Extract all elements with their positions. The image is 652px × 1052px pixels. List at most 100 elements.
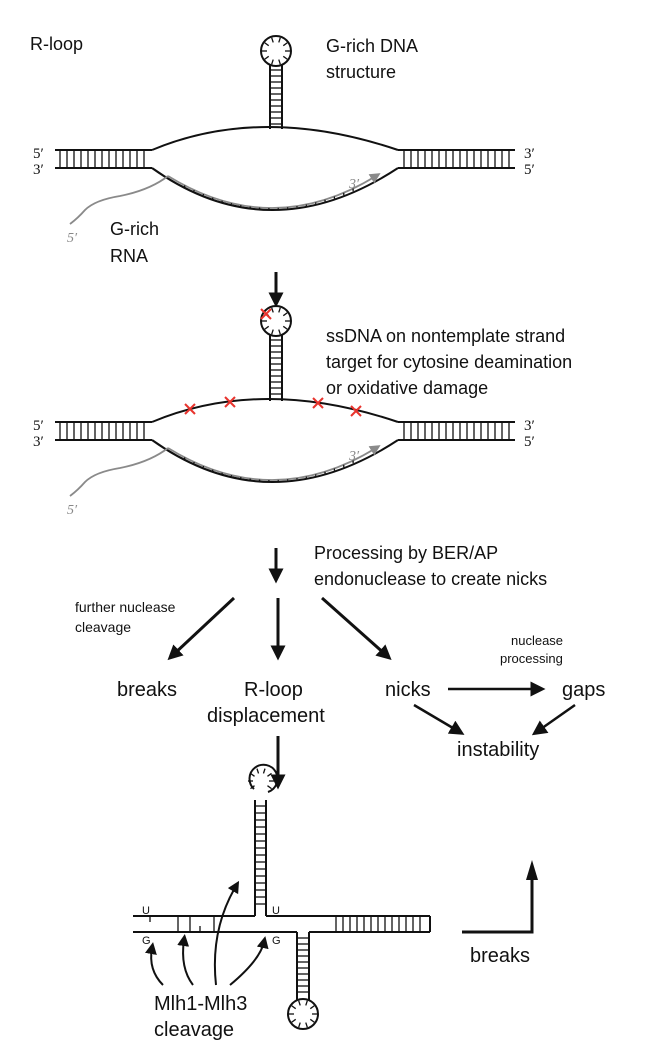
cleavage-arrow-1: [145, 942, 164, 986]
panel-2-damage: ssDNA on nontemplate strand target for c…: [33, 305, 572, 518]
nontemplate-strand: [151, 126, 399, 151]
rna-tail-prime: 5′: [67, 231, 78, 246]
loop-tick: [271, 37, 274, 43]
cleavage-arrow-2: [177, 934, 194, 986]
loop-tick: [264, 55, 270, 60]
hairpin-loop-2: [260, 305, 292, 337]
loop-tick: [291, 1018, 297, 1023]
g-rich-dna-label-line2: structure: [326, 62, 396, 82]
duplex2-right: [398, 421, 515, 441]
prime-bottom-left: 3′: [33, 162, 44, 178]
loop-tick: [264, 325, 270, 330]
loop-tick: [309, 1018, 315, 1023]
processing-label-line1: Processing by BER/AP: [314, 543, 498, 563]
loop-tick: [298, 1000, 301, 1006]
g-rich-dna-label-line1: G-rich DNA: [326, 36, 418, 56]
further-cleavage-line2: cleavage: [75, 619, 131, 635]
arrow-to-breaks: [167, 596, 236, 661]
loop-tick: [282, 42, 288, 47]
panel-1-r-loop: R-loop G-rich DNA structure 5′ 3′ 3′ 5′: [30, 34, 535, 266]
template-strand-2: [151, 439, 399, 483]
gaps-label: gaps: [562, 679, 605, 701]
prime2-bottom-right: 5′: [524, 434, 535, 450]
loop-tick: [291, 1005, 297, 1010]
upper-hairpin-loop: [248, 763, 279, 793]
prime2-top-right: 3′: [524, 418, 535, 434]
rna-tail-2: [69, 447, 169, 497]
prime2-top-left: 5′: [33, 418, 44, 434]
loop-tick: [271, 59, 274, 65]
duplex-right: [398, 149, 515, 169]
cleavage-arrow-4: [229, 936, 269, 986]
loop-tick: [298, 1022, 301, 1028]
damage-mark-1: [184, 403, 196, 415]
damage-mark-3: [312, 397, 324, 409]
hairpin-stem: [260, 35, 292, 129]
damage-mark-loop: [260, 308, 272, 320]
g-rich-rna-strand: [167, 173, 381, 209]
rna-tip-prime: 3′: [348, 177, 360, 192]
damage-label-line2: target for cytosine deamination: [326, 352, 572, 372]
prime-bottom-right: 5′: [524, 162, 535, 178]
breaks-left: breaks: [117, 679, 177, 701]
loop-tick: [282, 325, 288, 330]
loop-tick: [271, 307, 274, 313]
rna-strand-2: [167, 445, 381, 481]
damage-label-line3: or oxidative damage: [326, 378, 488, 398]
arrow-nicks-to-instability: [413, 703, 465, 735]
hairpin-stem-2: [260, 305, 292, 401]
loop-tick: [282, 312, 288, 317]
g-base-right: G: [272, 935, 281, 947]
loop-tick: [271, 329, 274, 335]
u-base-right: U: [272, 905, 280, 917]
processing-label-line2: endonuclease to create nicks: [314, 569, 547, 589]
mlh-label-line2: cleavage: [154, 1019, 234, 1041]
panel-3-mlh: U G U G Mlh1-Mlh3 cleavage breaks: [133, 763, 538, 1041]
elbow-arrow-line: [462, 880, 534, 934]
pathways: further nuclease cleavage breaks R-loop …: [75, 596, 605, 790]
hairpin-loop: [260, 35, 292, 67]
lower-hairpin-loop: [287, 998, 319, 1030]
instability-label: instability: [457, 739, 539, 761]
rna-tail: [69, 175, 169, 225]
loop-tick: [278, 37, 281, 43]
r-loop-displacement-line2: displacement: [207, 705, 325, 727]
u-base-left: U: [142, 905, 150, 917]
prime-top-left: 5′: [33, 146, 44, 162]
loop-tick: [267, 785, 272, 790]
rna-tip-prime-2: 3′: [348, 449, 360, 464]
loop-tick: [250, 785, 255, 790]
loop-tick: [305, 1022, 308, 1028]
duplex2-left: [55, 421, 152, 441]
nuclease-processing-line2: processing: [500, 651, 563, 666]
nuclease-processing-line1: nuclease: [511, 633, 563, 648]
loop-tick: [282, 55, 288, 60]
r-loop-title: R-loop: [30, 34, 83, 54]
loop-tick: [250, 772, 255, 777]
nontemplate-strand-2: [151, 398, 399, 423]
loop-tick: [278, 329, 281, 335]
damage-marks: [184, 308, 362, 417]
damage-label-line1: ssDNA on nontemplate strand: [326, 326, 565, 346]
loop-tick: [267, 772, 272, 777]
damage-mark-4: [350, 405, 362, 417]
loop-tick: [262, 768, 266, 774]
arrow-gaps-to-instability: [531, 703, 576, 736]
damage-mark-2: [224, 396, 236, 408]
elbow-arrow-head: [526, 860, 538, 880]
arrow-to-nicks: [321, 596, 392, 660]
further-cleavage-line1: further nuclease: [75, 599, 176, 615]
rna-tail-prime-2: 5′: [67, 503, 78, 518]
template-strand: [151, 167, 399, 211]
loop-tick: [305, 1000, 308, 1006]
g-rich-rna-label-line1: G-rich: [110, 219, 159, 239]
loop-tick: [278, 307, 281, 313]
nicks-label: nicks: [385, 679, 431, 701]
g-rich-rna-label-line2: RNA: [110, 246, 148, 266]
prime2-bottom-left: 3′: [33, 434, 44, 450]
loop-tick: [256, 768, 260, 774]
prime-top-right: 3′: [524, 146, 535, 162]
g-base-left: G: [142, 935, 151, 947]
loop-tick: [264, 42, 270, 47]
